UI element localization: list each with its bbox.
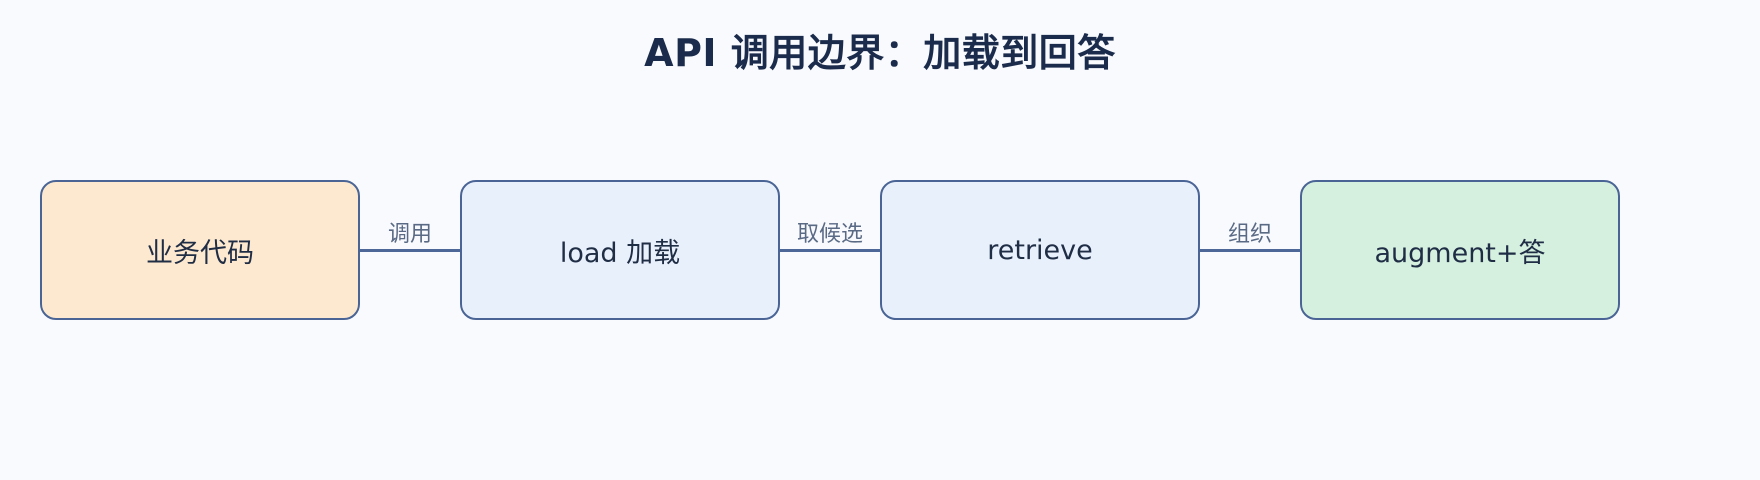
node-business-code-label: 业务代码 (146, 237, 254, 269)
edge-line-organize (1200, 249, 1300, 252)
edge-label-organize: 组织 (1227, 222, 1272, 247)
node-retrieve: retrieve (880, 180, 1200, 320)
node-business-code: 业务代码 (40, 180, 360, 320)
edge-line-call (360, 249, 460, 252)
edge-label-call: 调用 (387, 222, 432, 247)
node-augment-answer: augment+答 (1300, 180, 1620, 320)
node-augment-answer-label: augment+答 (1374, 237, 1546, 269)
node-load-label: load 加载 (559, 237, 681, 269)
diagram-title: API 调用边界：加载到回答 (644, 31, 1116, 75)
node-load: load 加载 (460, 180, 780, 320)
edge-line-fetch-candidates (780, 249, 880, 252)
edge-label-fetch-candidates: 取候选 (796, 222, 863, 247)
node-retrieve-label: retrieve (987, 234, 1093, 266)
